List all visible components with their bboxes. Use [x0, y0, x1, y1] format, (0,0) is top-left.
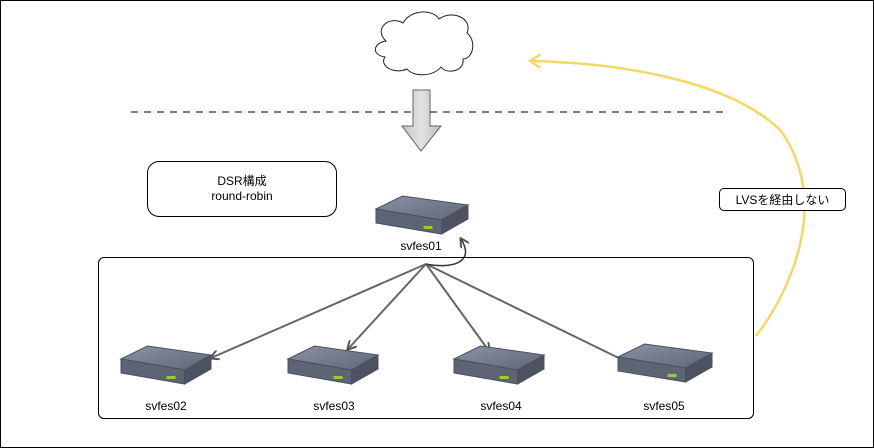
server-label-svfes01: svfes01: [400, 239, 442, 253]
link-to-svfes03: [348, 263, 427, 349]
server-label-svfes03: svfes03: [313, 399, 355, 413]
server-icon-svfes03: [286, 345, 380, 385]
internet-cloud-icon: [374, 11, 474, 76]
config-note-mode: round-robin: [211, 189, 273, 203]
server-icon-svfes01: [374, 195, 470, 235]
distribution-lines: [211, 239, 629, 363]
server-label-svfes02: svfes02: [145, 399, 187, 413]
inbound-traffic-arrow-icon: [400, 89, 443, 152]
server-label-svfes05: svfes05: [643, 399, 685, 413]
direct-return-arrow: [531, 61, 806, 337]
server-icon-svfes04: [452, 345, 546, 385]
config-note-title: DSR構成: [217, 174, 267, 188]
link-to-svfes05: [425, 263, 629, 363]
server-icon-svfes05: [616, 343, 714, 383]
link-to-svfes02: [211, 263, 427, 358]
lvs-bypass-note: LVSを経由しない: [719, 188, 846, 211]
config-note-box: DSR構成 round-robin: [147, 161, 337, 217]
link-to-svfes04: [425, 263, 489, 351]
link-to-svfes01-self: [425, 239, 466, 267]
server-icon-svfes02: [119, 345, 213, 385]
server-label-svfes04: svfes04: [480, 399, 522, 413]
server-cluster-group: [98, 257, 754, 419]
